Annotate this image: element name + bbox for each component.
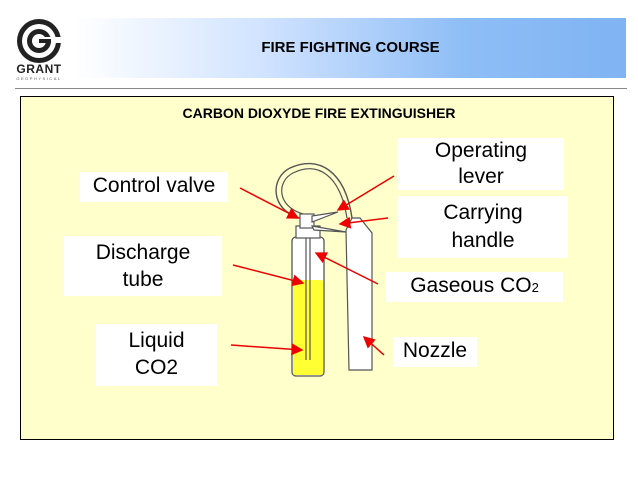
arrow-gaseous-co2 bbox=[314, 252, 379, 285]
operating-lever bbox=[311, 211, 339, 223]
label-operating-lever: Operating lever bbox=[398, 138, 564, 190]
logo-text: GRANT bbox=[16, 62, 62, 76]
liquid-co2-fill bbox=[293, 280, 323, 375]
slide-title: CARBON DIOXYDE FIRE EXTINGUISHER bbox=[182, 105, 456, 121]
label-discharge-tube: Discharge tube bbox=[64, 236, 222, 296]
arrow-operating-lever bbox=[336, 175, 395, 211]
logo-subtext: GEOPHYSICAL bbox=[16, 76, 62, 81]
header-title: FIRE FIGHTING COURSE bbox=[261, 39, 440, 56]
nozzle-horn bbox=[345, 217, 373, 371]
grant-logo-icon bbox=[17, 19, 62, 63]
discharge-hose bbox=[275, 163, 353, 219]
header-bar bbox=[75, 18, 626, 78]
label-carrying-handle: Carrying handle bbox=[398, 196, 568, 258]
gaseous-co2-subscript: 2 bbox=[531, 280, 539, 295]
label-liquid-co2: Liquid CO2 bbox=[96, 324, 217, 386]
arrow-carrying-handle bbox=[338, 216, 389, 229]
arrow-control-valve bbox=[239, 187, 300, 219]
label-gaseous-co2: Gaseous CO2 bbox=[386, 272, 563, 302]
gaseous-co2-text: Gaseous CO bbox=[410, 274, 532, 297]
arrow-nozzle bbox=[362, 335, 385, 356]
discharge-hose-inner bbox=[281, 168, 348, 219]
arrow-discharge-tube bbox=[232, 264, 305, 287]
label-nozzle: Nozzle bbox=[393, 337, 477, 367]
arrow-liquid-co2 bbox=[230, 343, 304, 356]
label-control-valve: Control valve bbox=[80, 172, 228, 202]
header-divider bbox=[15, 88, 627, 89]
carrying-handle bbox=[310, 225, 347, 233]
